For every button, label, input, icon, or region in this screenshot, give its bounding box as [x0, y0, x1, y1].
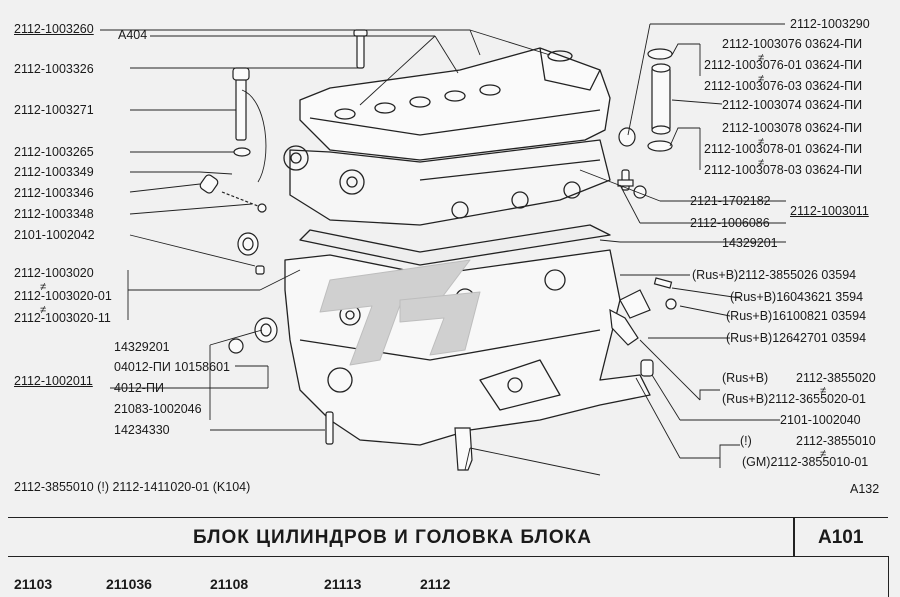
label-2112-1003346: 2112-1003346: [14, 186, 94, 200]
exploded-diagram: 2112-1003260 А404 2112-1003326 2112-1003…: [14, 17, 880, 496]
washer-right: [633, 185, 647, 199]
label-2101-1002042: 2101-1002042: [14, 228, 95, 242]
washer: [233, 147, 251, 157]
label-2112-1003020-01: 2112-1003020-01: [14, 289, 112, 303]
label-2112-1003271: 2112-1003271: [14, 103, 94, 117]
label-2112-1003326: 2112-1003326: [14, 62, 94, 76]
not-equal-mark: ≠: [758, 157, 765, 169]
label-2112-1003349: 2112-1003349: [14, 165, 94, 179]
label-2112-1002011: 2112-1002011: [14, 374, 93, 388]
not-equal-mark: ≠: [40, 281, 47, 293]
sensor-bolt: [653, 277, 673, 289]
sensor-knock: [619, 289, 651, 319]
label-2112-3855020: 2112-3855020: [796, 371, 876, 385]
title-divider: [793, 518, 795, 556]
sensor-nut: [665, 298, 677, 310]
label-2121-1702182: 2121-1702182: [690, 194, 771, 208]
label-2112-1003290: 2112-1003290: [790, 17, 870, 31]
label-exclamation: (!): [740, 434, 752, 448]
o-ring-top: [647, 48, 673, 60]
plug-right: [640, 359, 654, 377]
label-rus-16043621: (Rus+B)16043621 3594: [730, 290, 864, 304]
label-2112-1003348: 2112-1003348: [14, 207, 94, 221]
label-a404: А404: [118, 28, 148, 42]
not-equal-mark: ≠: [758, 136, 765, 148]
label-04012-pi: 04012-ПИ 10158601: [114, 360, 230, 374]
label-14329201-right: 14329201: [722, 236, 778, 250]
not-equal-mark: ≠: [40, 304, 47, 316]
not-equal-mark: ≠: [820, 448, 827, 460]
not-equal-mark: ≠: [758, 52, 765, 64]
label-2112-1003265: 2112-1003265: [14, 145, 94, 159]
label-rus-12642701: (Rus+B)12642701 03594: [726, 331, 867, 345]
label-2112-1006086: 2112-1006086: [690, 216, 770, 230]
sensor-body: [609, 308, 639, 346]
label-2112-1003011: 2112-1003011: [790, 204, 869, 218]
label-2112-1003074: 2112-1003074 03624-ПИ: [722, 98, 863, 112]
label-2112-1003078-01: 2112-1003078-01 03624-ПИ: [704, 142, 863, 156]
not-equal-mark: ≠: [758, 73, 765, 85]
cylinder-head: [289, 139, 611, 226]
model-21103: 21103: [14, 576, 53, 592]
title-bar: БЛОК ЦИЛИНДРОВ И ГОЛОВКА БЛОКА А101: [8, 517, 888, 557]
label-2112-1003020-11: 2112-1003020-11: [14, 311, 111, 325]
o-ring-small: [228, 338, 244, 354]
label-2112-1003020: 2112-1003020: [14, 266, 94, 280]
label-14234330: 14234330: [114, 423, 170, 437]
coolant-tube: [651, 65, 671, 133]
label-2112-1003260: 2112-1003260: [14, 22, 94, 36]
label-14329201-mid: 14329201: [114, 340, 170, 354]
spring-piston: [199, 174, 219, 194]
seal-ring-right: [618, 127, 636, 147]
engine-illustration: [100, 23, 786, 476]
model-2112: 2112: [420, 576, 451, 592]
models-strip: 21103 211036 21108 21113 2112: [8, 556, 889, 597]
page-code: А101: [818, 527, 864, 548]
label-2112-1003076-03: 2112-1003076-03 03624-ПИ: [704, 79, 863, 93]
label-2112-1003076-01: 2112-1003076-01 03624-ПИ: [704, 58, 863, 72]
footnote-left: 2112-3855010 (!) 2112-1411020-01 (K104): [14, 480, 251, 494]
plug-small: [255, 265, 265, 275]
model-211036: 211036: [106, 576, 152, 592]
page-title: БЛОК ЦИЛИНДРОВ И ГОЛОВКА БЛОКА: [193, 527, 592, 548]
label-rus-16100821: (Rus+B)16100821 03594: [726, 309, 867, 323]
label-2101-1002040: 2101-1002040: [780, 413, 861, 427]
head-gasket: [299, 224, 611, 266]
label-2112-1003078: 2112-1003078 03624-ПИ: [722, 121, 863, 135]
label-2112-3855010: 2112-3855010: [796, 434, 876, 448]
model-21108: 21108: [210, 576, 249, 592]
label-2112-1003078-03: 2112-1003078-03 03624-ПИ: [704, 163, 863, 177]
footnote-right: А132: [850, 482, 880, 496]
o-ring-bottom: [647, 140, 673, 152]
label-21083-1002046: 21083-1002046: [114, 402, 202, 416]
label-rus-2112-3855026: (Rus+B)2112-3855026 03594: [692, 268, 857, 282]
label-4012-pi: 4012-ПИ: [114, 381, 164, 395]
valve-cover: [299, 47, 611, 161]
label-rus-b: (Rus+B): [722, 371, 769, 385]
label-2112-1003076: 2112-1003076 03624-ПИ: [722, 37, 863, 51]
label-gm-2112-3855010-01: (GM)2112-3855010-01: [742, 455, 869, 469]
model-21113: 21113: [324, 576, 362, 592]
label-rus-2112-3655020-01: (Rus+B)2112-3655020-01: [722, 392, 866, 406]
not-equal-mark: ≠: [820, 385, 827, 397]
head-bolt-top: [356, 31, 365, 69]
dowel-bolt: [325, 411, 334, 445]
